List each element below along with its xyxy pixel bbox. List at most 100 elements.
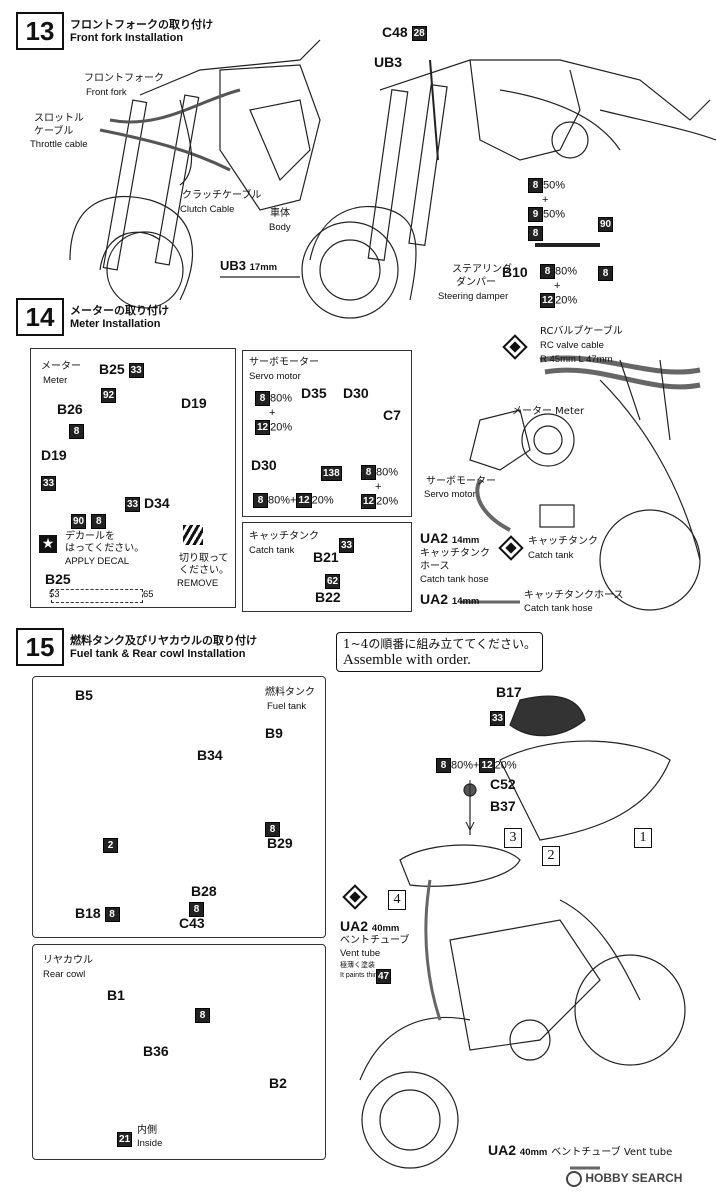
order-3: 3: [504, 828, 522, 848]
b2-label: B2: [269, 1075, 287, 1091]
p8-pct: 20%: [311, 494, 334, 507]
bottom-ua2-part: UA2: [488, 1142, 517, 1158]
b26-label: B26: [57, 401, 83, 417]
b37-label: B37: [490, 798, 516, 814]
cut-jp2: ください。: [179, 565, 229, 576]
step-13-number: 13: [16, 12, 64, 50]
clutch-label-en: Clutch Cable: [180, 204, 235, 215]
b9-label: B9: [265, 725, 283, 741]
b22-label: B22: [315, 589, 341, 605]
b28-8-badge: 8: [189, 902, 204, 917]
c48-color-badge: 28: [411, 25, 427, 41]
step-15-title-en: Fuel tank & Rear cowl Installation: [70, 648, 246, 660]
step-13-title-en: Front fork Installation: [70, 32, 184, 44]
n47-badge: 47: [376, 969, 392, 984]
hose-en: Catch tank hose: [420, 574, 489, 585]
c48-part: C48: [382, 24, 408, 40]
b18-badge: 8: [104, 906, 120, 922]
vent-ua2-part: UA2: [340, 918, 369, 934]
b26-badge: 8: [69, 424, 84, 439]
n53-label: 53: [49, 589, 60, 600]
b25-badge: 33: [128, 362, 144, 378]
step-14-title-jp: メーターの取り付け: [70, 304, 169, 317]
ub3-scale-label: UB3 17mm: [220, 258, 277, 273]
mix1-pct: 50%: [543, 179, 566, 192]
b28-8-wrap: 8: [189, 899, 204, 918]
b17-badge-wrap: 33: [490, 708, 506, 727]
b17-badge: 33: [490, 711, 506, 726]
b29-badge: 8: [265, 822, 280, 837]
hobby-search-watermark: HOBBY SEARCH: [566, 1171, 682, 1187]
b28-label: B28: [191, 883, 217, 899]
d30b-label: D30: [251, 457, 277, 473]
vent-ua2-len: 40mm: [371, 923, 400, 934]
servo2-en: Servo motor: [424, 489, 476, 500]
c7-label: C7: [383, 407, 401, 423]
servo-jp: サーボモーター: [249, 357, 319, 368]
catch2-en: Catch tank: [528, 550, 574, 561]
m3-badge: 8: [540, 264, 555, 279]
n138-badge: 138: [321, 466, 342, 481]
mix-plus: +: [542, 194, 549, 206]
c52-p1-pct: 80%+: [451, 759, 480, 772]
vent-en: Vent tube: [340, 948, 381, 959]
catch2-jp: キャッチタンク: [528, 536, 598, 547]
front-fork-label-jp: フロントフォーク: [84, 73, 164, 84]
ub3-length: 17mm: [249, 262, 278, 273]
n90-8-wrap: 90 8: [71, 511, 107, 530]
inside-en: Inside: [137, 1138, 163, 1149]
n90-badge: 90: [598, 217, 614, 232]
b29-label: B29: [267, 835, 293, 851]
watermark-text: HOBBY SEARCH: [585, 1171, 683, 1186]
n92-badge: 92: [101, 388, 117, 403]
d34-label: 33 D34: [125, 495, 170, 512]
ua2-len: 14mm: [451, 535, 480, 546]
decal-jp1: デカールを: [65, 531, 115, 542]
order-1: 1: [634, 828, 652, 848]
ua2b-len: 14mm: [451, 596, 480, 607]
n47-wrap: 47: [376, 966, 392, 985]
watermark-logo-icon: [566, 1171, 582, 1187]
n92-wrap: 92: [101, 385, 117, 404]
p7-pct: 80%+: [268, 494, 297, 507]
c52-p1-badge: 8: [436, 758, 451, 773]
b1-label: B1: [107, 987, 125, 1003]
body-label-jp: 車体: [270, 208, 290, 219]
decal-en: APPLY DECAL: [65, 556, 130, 567]
vent-jp: ベントチューブ: [340, 935, 410, 946]
d35-label: D35: [301, 385, 327, 401]
b29-badge-wrap: 8: [265, 819, 280, 838]
p2-badge: 12: [255, 420, 271, 435]
ua2b-part: UA2: [420, 591, 449, 607]
tank-jp: 燃料タンク: [265, 687, 315, 698]
order-note: 1~4の順番に組み立ててください。 Assemble with order.: [336, 632, 543, 672]
b21-badge-wrap: 33: [339, 535, 355, 554]
step-14-title-en: Meter Installation: [70, 318, 161, 330]
b25-decal-layout: [51, 589, 143, 603]
n65-label: 65: [143, 589, 154, 600]
d19-label: D19: [181, 395, 207, 411]
b5-label: B5: [75, 687, 93, 703]
clutch-label-jp: クラッチケーブル: [182, 190, 262, 201]
rear-jp: リヤカウル: [43, 955, 93, 966]
mix1-badge: 8: [528, 178, 543, 193]
ub3-top-label: UB3: [374, 54, 403, 70]
c48-label: C48 28: [382, 24, 427, 41]
d19b-badge: 33: [41, 476, 57, 491]
tank-en: Fuel tank: [267, 701, 307, 712]
m4-badge: 12: [540, 293, 556, 308]
n2-wrap: 2: [103, 835, 118, 854]
rc-length: R 45mm L 47mm: [540, 354, 613, 365]
p1-badge: 8: [255, 391, 270, 406]
b25b-label: B25: [45, 571, 71, 587]
p5-badge: 8: [361, 465, 376, 480]
throttle-label-en: Throttle cable: [30, 139, 88, 150]
throttle-label-jp1: スロットル: [34, 113, 84, 124]
hose2-en: Catch tank hose: [524, 603, 593, 614]
n62-wrap: 62: [325, 571, 341, 590]
rc-jp: RCバルブケーブル: [540, 326, 623, 337]
c52-label: C52: [490, 776, 516, 792]
